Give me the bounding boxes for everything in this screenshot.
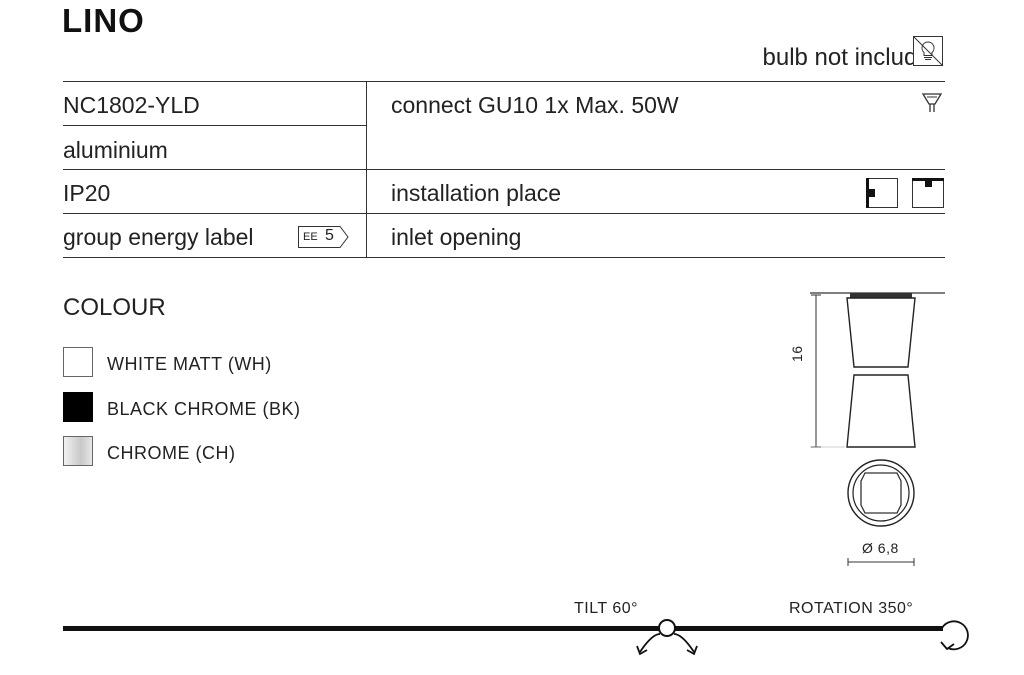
ip-rating: IP20 xyxy=(63,180,111,206)
colour-section-title: COLOUR xyxy=(63,294,166,321)
no-bulb-icon xyxy=(913,36,943,66)
material: aluminium xyxy=(63,137,168,163)
energy-label: group energy label xyxy=(63,224,254,250)
gu10-socket-icon xyxy=(921,93,943,112)
connection-spec: connect GU10 1x Max. 50W xyxy=(391,92,679,118)
model-number: NC1802-YLD xyxy=(63,92,200,118)
table-row-divider xyxy=(63,213,945,214)
energy-badge-value: 5 xyxy=(325,227,334,244)
swatch-chrome xyxy=(63,436,93,466)
rotation-icon xyxy=(940,620,969,651)
energy-badge-prefix: EE xyxy=(303,231,318,243)
height-dimension: 16 xyxy=(789,345,805,362)
rotation-label: ROTATION 350° xyxy=(789,600,914,617)
energy-badge-arrow-icon xyxy=(298,226,349,248)
table-column-divider xyxy=(366,81,367,258)
table-bottom-border xyxy=(63,257,945,258)
colour-option-label: BLACK CHROME (BK) xyxy=(107,399,301,419)
table-top-border xyxy=(63,81,945,82)
swatch-white-matt xyxy=(63,347,93,377)
swatch-black-chrome xyxy=(63,392,93,422)
installation-place: installation place xyxy=(391,180,562,206)
wall-mount-icon xyxy=(866,178,898,208)
tilt-icon xyxy=(636,619,698,656)
feature-bar xyxy=(63,626,943,631)
tilt-label: TILT 60° xyxy=(574,600,639,617)
energy-badge: EE 5 xyxy=(298,226,350,248)
diameter-dimension: Ø 6,8 xyxy=(862,540,899,556)
colour-option-label: CHROME (CH) xyxy=(107,443,236,463)
product-title: LINO xyxy=(62,2,145,39)
product-technical-drawing xyxy=(810,292,945,566)
inlet-opening: inlet opening xyxy=(391,224,522,250)
ceiling-mount-icon xyxy=(912,178,944,208)
table-row-divider xyxy=(63,125,366,126)
table-row-divider xyxy=(63,169,945,170)
colour-option-label: WHITE MATT (WH) xyxy=(107,354,272,374)
